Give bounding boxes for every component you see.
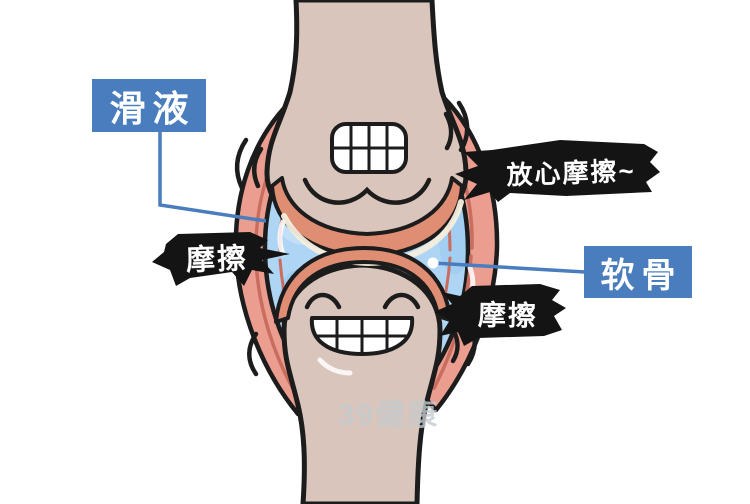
watermark: 39健康 <box>338 399 440 432</box>
top-bone <box>264 0 469 243</box>
friction-bubble-lower <box>434 284 566 346</box>
synovial-fluid-pointer-line <box>158 132 267 223</box>
bottom-bone-face <box>304 292 421 356</box>
friction-bubble-upper <box>152 232 290 286</box>
cartilage-label: 软骨 <box>584 246 692 298</box>
synovial-fluid-label: 滑液 <box>92 79 206 132</box>
speech-bubble <box>455 140 660 202</box>
top-bone-face <box>302 122 432 205</box>
cartilage-pointer-line <box>427 257 586 274</box>
cartilage-pointer-dot <box>427 257 439 269</box>
